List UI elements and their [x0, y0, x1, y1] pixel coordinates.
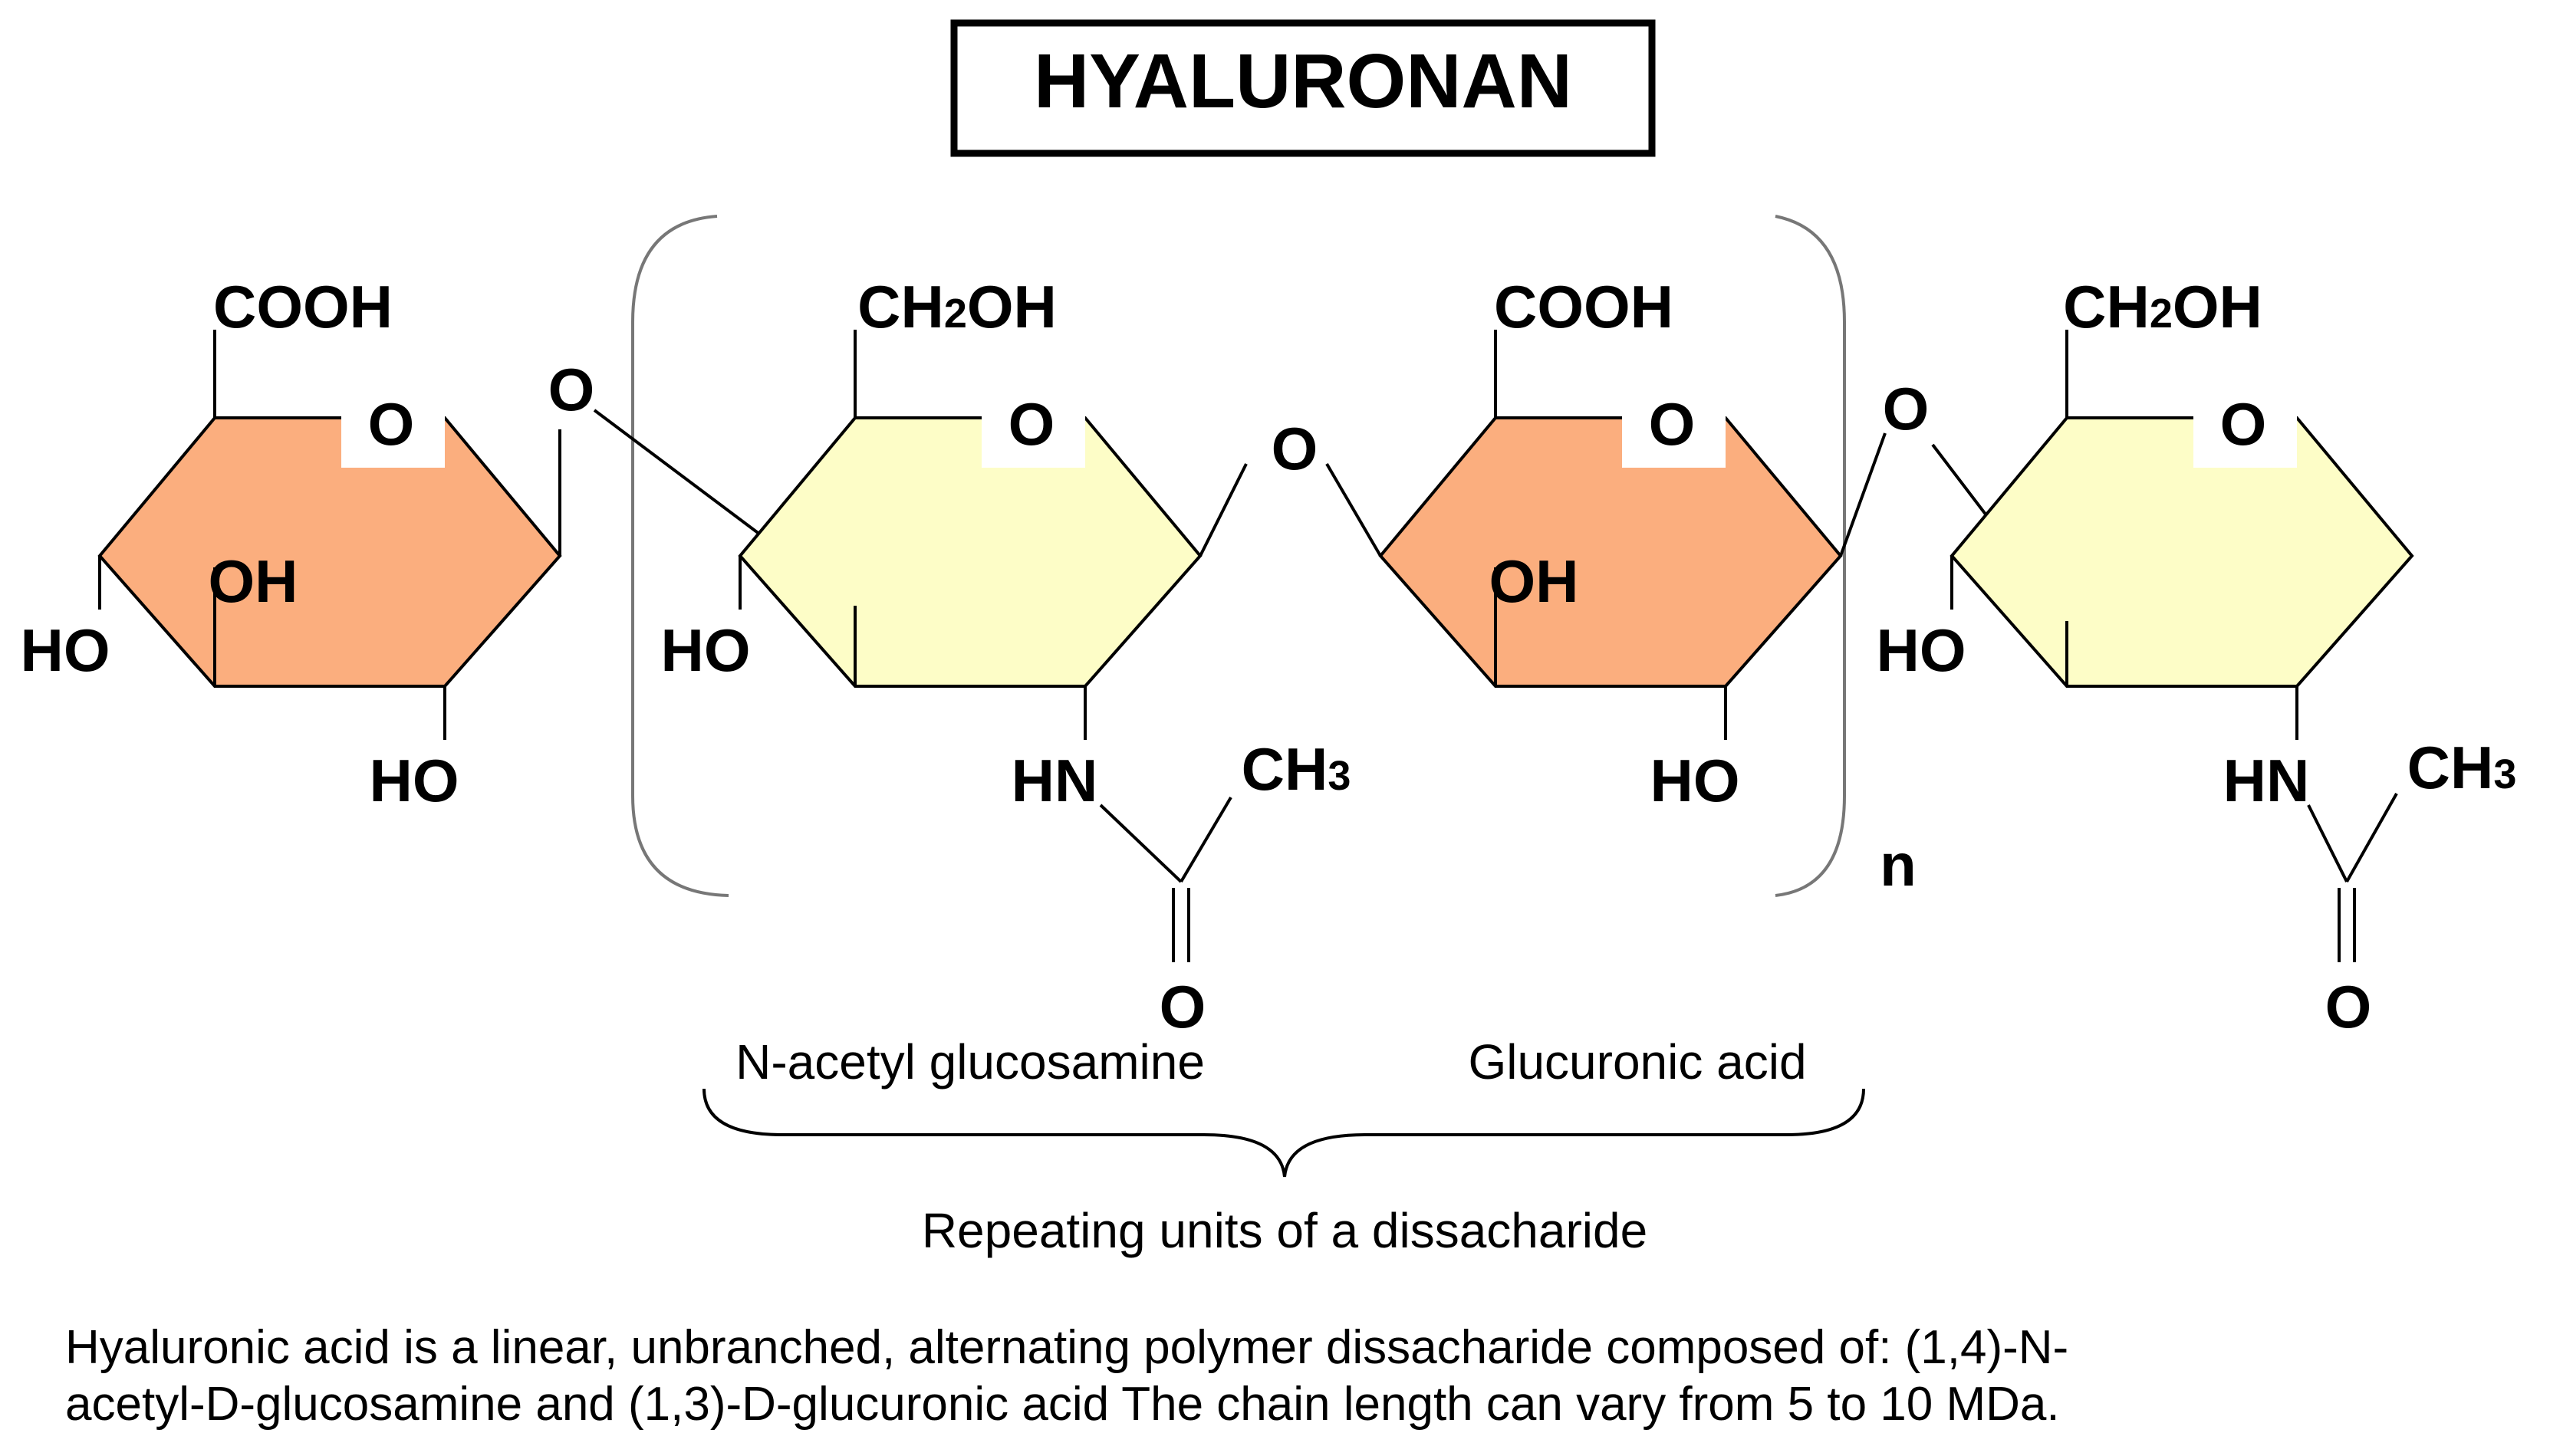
- caption-line-2: acetyl-D-glucosamine and (1,3)-D-glucuro…: [65, 1378, 2060, 1431]
- ho-left-group: HO: [661, 616, 751, 684]
- title-box: HYALURONAN: [950, 19, 1656, 157]
- ring-oxygen-gap: [341, 391, 445, 468]
- ring-oxygen-gap: [2193, 391, 2297, 468]
- ho-bottom-group: HO: [370, 747, 459, 814]
- ring-oxygen: O: [1008, 390, 1055, 458]
- label-glucuronic: Glucuronic acid: [1468, 1034, 1806, 1090]
- ring-glucosamine-repeat: O CH2OH HO HN CH3 O: [661, 273, 1351, 1040]
- ch2oh-group: CH2OH: [857, 273, 1057, 340]
- ho-left-group: HO: [21, 616, 110, 684]
- ch2oh-group: CH2OH: [2063, 273, 2262, 340]
- ring-glucosamine-terminal: O CH2OH HO HN CH3 O: [1877, 273, 2517, 1040]
- glycosidic-oxygen-1: O: [548, 356, 595, 423]
- label-repeating-units: Repeating units of a dissacharide: [922, 1203, 1647, 1258]
- oh-group: OH: [1489, 547, 1579, 615]
- hn-group: HN: [1012, 747, 1098, 814]
- title: HYALURONAN: [1034, 38, 1572, 124]
- ring-oxygen-gap: [982, 391, 1085, 468]
- ho-bottom-group: HO: [1650, 747, 1740, 814]
- repeat-subscript: n: [1880, 831, 1917, 899]
- cooh-group: COOH: [213, 273, 393, 340]
- glycosidic-oxygen-2: O: [1272, 415, 1318, 482]
- ring-oxygen: O: [2220, 390, 2267, 458]
- carbonyl-oxygen: O: [1160, 973, 1206, 1040]
- ring-glucuronic-terminal: O COOH OH HO HO: [21, 273, 562, 814]
- ring-glucuronic-repeat: O COOH OH HO: [1378, 273, 1843, 814]
- label-glucosamine: N-acetyl glucosamine: [735, 1034, 1205, 1090]
- ho-left-group: HO: [1877, 616, 1966, 684]
- caption-line-1: Hyaluronic acid is a linear, unbranched,…: [65, 1321, 2068, 1374]
- hn-group: HN: [2223, 747, 2310, 814]
- oh-group: OH: [209, 547, 298, 615]
- ch3-group: CH3: [2407, 734, 2517, 801]
- cooh-group: COOH: [1494, 273, 1673, 340]
- ring-hexagon: [738, 416, 1203, 688]
- ring-oxygen: O: [1649, 390, 1696, 458]
- ring-oxygen: O: [368, 390, 415, 458]
- ring-oxygen-gap: [1622, 391, 1726, 468]
- ring-hexagon: [97, 416, 562, 688]
- repeat-bracket: n: [631, 215, 1917, 899]
- ring-hexagon: [1378, 416, 1843, 688]
- ring-hexagon: [1950, 416, 2414, 688]
- carbonyl-oxygen: O: [2325, 973, 2372, 1040]
- ch3-group: CH3: [1242, 735, 1351, 803]
- glycosidic-oxygen-3: O: [1883, 375, 1930, 442]
- repeat-unit-brace: [702, 1088, 1865, 1178]
